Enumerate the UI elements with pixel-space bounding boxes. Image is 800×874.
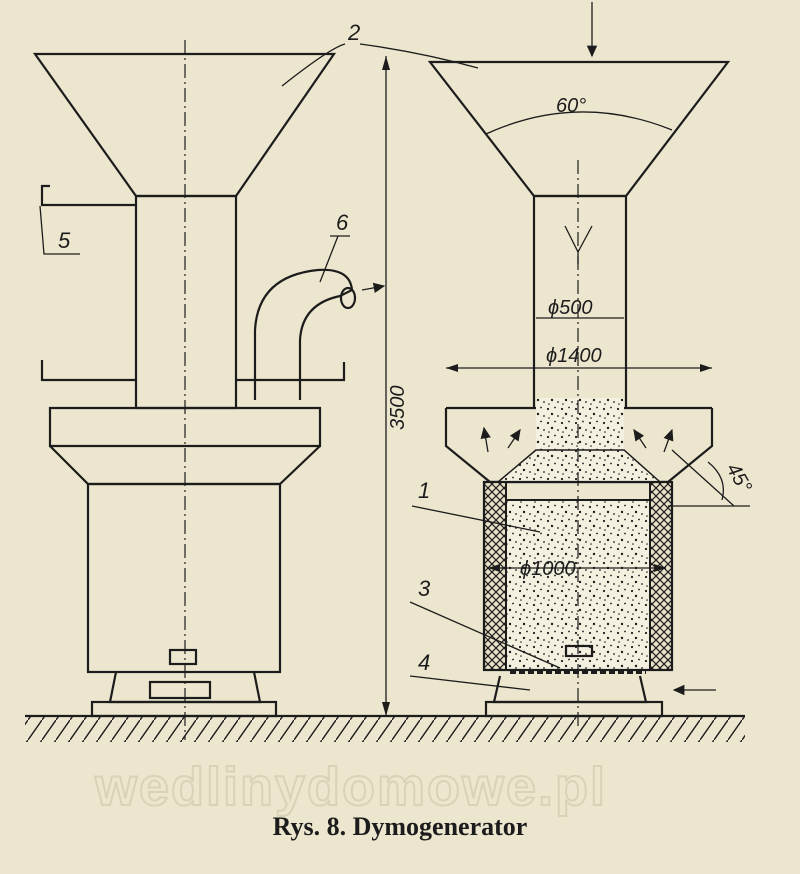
exhaust-outer — [253, 268, 319, 400]
svg-text:ϕ1000: ϕ1000 — [520, 558, 576, 580]
label-5: 5 — [39, 205, 80, 255]
svg-text:2: 2 — [347, 20, 360, 45]
smoke-out-arrow — [361, 282, 386, 293]
exhaust-opening — [339, 286, 357, 310]
label-1: 1 — [411, 478, 541, 533]
svg-text:45°: 45° — [722, 460, 756, 497]
left-handle-upper — [40, 184, 136, 207]
smoke-arrows — [480, 426, 674, 453]
leader-2-left — [281, 43, 346, 87]
exhaust-inner — [298, 294, 341, 400]
left-base-plate — [90, 700, 278, 718]
leader-5 — [39, 205, 80, 255]
height-value: 3500 — [387, 386, 409, 431]
angle-60-arc — [485, 111, 673, 135]
leader-3 — [409, 601, 561, 669]
left-handle-lower — [40, 360, 346, 382]
leader-4 — [409, 675, 531, 691]
svg-text:3: 3 — [418, 576, 431, 601]
left-body — [86, 482, 282, 674]
left-pipe — [134, 194, 238, 410]
left-insulation — [483, 481, 507, 671]
left-door-small — [168, 648, 198, 666]
figure-caption: Rys. 8. Dymogenerator — [272, 812, 528, 841]
svg-text:4: 4 — [418, 650, 430, 675]
svg-text:1: 1 — [418, 478, 430, 503]
right-hopper — [427, 60, 731, 198]
height-dimension: 3500 — [382, 56, 409, 716]
svg-text:6: 6 — [336, 210, 349, 235]
right-base-plate — [484, 700, 664, 718]
ground — [25, 714, 745, 742]
left-view-generator — [32, 40, 386, 740]
leader-2-right — [359, 43, 479, 69]
right-insulation — [649, 481, 673, 671]
svg-text:ϕ1400: ϕ1400 — [546, 345, 602, 367]
svg-text:60°: 60° — [556, 95, 586, 117]
svg-text:5: 5 — [58, 228, 71, 253]
label-6: 6 — [319, 210, 350, 283]
left-ash-door — [148, 680, 212, 700]
label-2: 2 — [281, 20, 479, 87]
svg-text:ϕ500: ϕ500 — [548, 297, 593, 319]
watermark: wedlinydomowe.pl — [94, 757, 607, 817]
label-3: 3 — [409, 576, 561, 669]
label-4: 4 — [409, 650, 531, 691]
leader-1 — [411, 505, 541, 533]
leader-6 — [319, 235, 350, 283]
angle-45-line — [671, 449, 735, 507]
right-door — [564, 644, 594, 658]
angle-45-arc — [707, 461, 725, 501]
right-view-section: 60° ϕ500 ϕ1400 ϕ1000 — [427, 2, 756, 730]
